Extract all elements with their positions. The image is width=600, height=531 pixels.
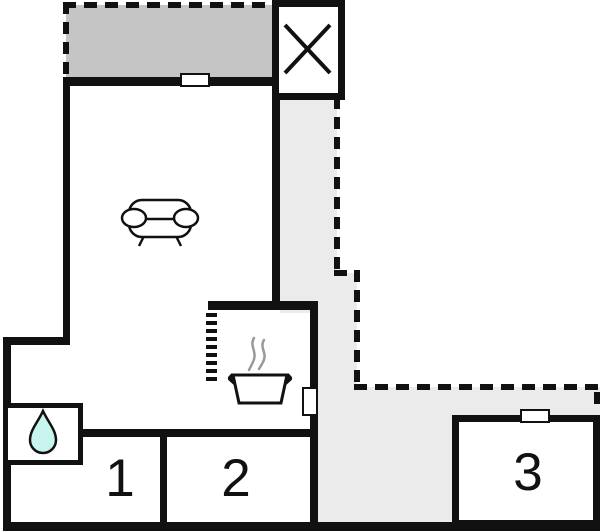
- wall-left-upper: [63, 77, 70, 345]
- wall-hallway-left: [272, 93, 280, 310]
- room-1-label: 1: [105, 449, 135, 508]
- counter-dotted-line: [206, 313, 217, 384]
- room-3-label: 3: [513, 443, 543, 502]
- sofa-icon: [120, 198, 200, 247]
- door-marker-terrace: [180, 73, 210, 87]
- door-marker-room-3: [520, 409, 550, 423]
- water-drop-icon: [28, 407, 58, 455]
- room-2-label: 2: [221, 449, 251, 508]
- stove-icon: [228, 336, 292, 405]
- wall-kitchen-top: [208, 301, 318, 310]
- wall-room-divider: [160, 429, 167, 530]
- hallway-dashed-border-stub: [594, 392, 600, 408]
- hallway-area-upper: [280, 97, 337, 273]
- stairs-cross-icon: [283, 23, 332, 75]
- wall-bottom: [3, 522, 600, 531]
- stairs-box: [272, 0, 345, 100]
- hallway-dashed-border-h1: [334, 270, 360, 276]
- wall-left-jog: [3, 337, 70, 345]
- bathroom-box: [3, 403, 83, 465]
- hallway-dashed-border-v1: [334, 97, 340, 274]
- wall-bedrooms-top: [76, 429, 318, 437]
- terrace-area: [66, 5, 272, 80]
- hallway-dashed-border-h2: [354, 384, 600, 390]
- hallway-dashed-border-v2: [354, 270, 360, 390]
- terrace-dashed-border-left: [63, 2, 69, 81]
- door-marker-hallway: [302, 387, 318, 416]
- room-3-box: [452, 415, 600, 527]
- wall-terrace-bottom: [63, 77, 278, 86]
- terrace-dashed-border-top: [63, 2, 273, 8]
